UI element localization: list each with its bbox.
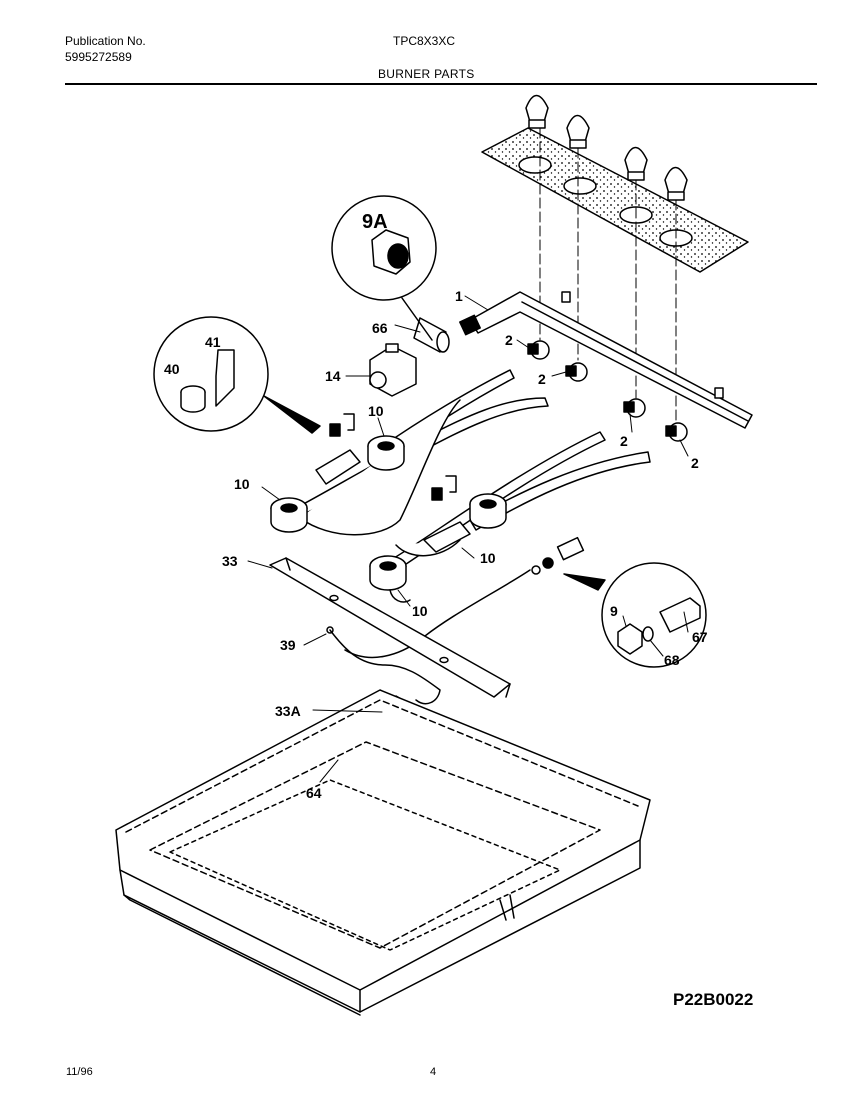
burner-clip-parts <box>329 413 457 501</box>
callout-2-c: 2 <box>620 433 628 449</box>
diagram-code: P22B0022 <box>673 990 754 1009</box>
knob-3 <box>624 146 648 181</box>
detail-bubble-9a <box>331 195 437 341</box>
callout-66: 66 <box>372 320 388 336</box>
callout-33: 33 <box>222 553 238 569</box>
section-title: BURNER PARTS <box>378 67 475 81</box>
spark-harness <box>326 626 441 705</box>
valve-d <box>665 422 688 442</box>
callout-41: 41 <box>205 334 221 350</box>
burner-assemblies <box>270 369 651 603</box>
page-number: 4 <box>430 1066 437 1078</box>
callout-9a: 9A <box>362 211 388 233</box>
knob-1 <box>525 94 549 129</box>
pressure-regulator <box>369 343 417 397</box>
callout-10-d: 10 <box>412 603 428 619</box>
callout-67: 67 <box>692 629 708 645</box>
control-knobs <box>525 94 688 201</box>
control-panel-plate <box>481 127 749 273</box>
callout-10-a: 10 <box>368 403 384 419</box>
publication-number: 5995272589 <box>65 50 132 64</box>
publication-label: Publication No. <box>65 34 146 48</box>
callout-39: 39 <box>280 637 296 653</box>
header-rule <box>65 83 817 85</box>
valve-a <box>527 340 550 360</box>
callout-64: 64 <box>306 785 322 801</box>
footer-date: 11/96 <box>66 1066 93 1078</box>
callout-2-b: 2 <box>538 371 546 387</box>
callout-10-c: 10 <box>480 550 496 566</box>
orifice-detail-bubble <box>563 562 707 668</box>
callout-2-d: 2 <box>691 455 699 471</box>
valve-b <box>565 362 588 382</box>
burner-bracket <box>269 557 511 698</box>
callout-1: 1 <box>455 288 463 304</box>
callout-labels: 1 2 2 2 2 9A 66 14 41 40 10 10 10 10 33 … <box>164 211 708 801</box>
knob-2 <box>566 114 590 149</box>
callout-33a: 33A <box>275 703 301 719</box>
detail-bubble-40-41 <box>153 316 321 434</box>
callout-14: 14 <box>325 368 341 384</box>
callout-2-a: 2 <box>505 332 513 348</box>
callout-9: 9 <box>610 603 618 619</box>
knob-4 <box>664 166 688 201</box>
valve-c <box>623 398 646 418</box>
callout-68: 68 <box>664 652 680 668</box>
manifold-pipe <box>459 291 753 429</box>
burner-valves <box>527 340 688 442</box>
cooktop-tray <box>115 689 651 1016</box>
igniter-wire <box>344 536 585 659</box>
callout-10-b: 10 <box>234 476 250 492</box>
callout-40: 40 <box>164 361 180 377</box>
model-number: TPC8X3XC <box>393 34 456 48</box>
leader-lines <box>247 295 689 783</box>
